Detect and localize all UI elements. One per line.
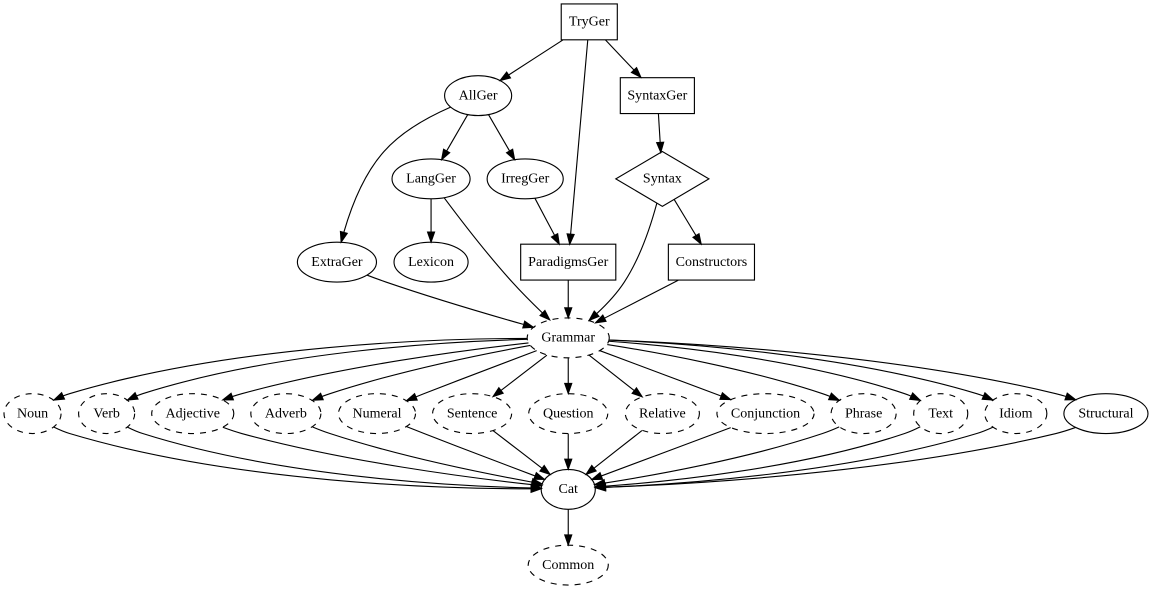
svg-text:Constructors: Constructors bbox=[676, 255, 748, 270]
svg-text:Phrase: Phrase bbox=[845, 406, 882, 421]
svg-text:Relative: Relative bbox=[639, 406, 686, 421]
svg-text:Question: Question bbox=[543, 406, 594, 421]
svg-text:Idiom: Idiom bbox=[999, 406, 1033, 421]
svg-text:Grammar: Grammar bbox=[541, 331, 595, 346]
svg-text:ParadigmsGer: ParadigmsGer bbox=[528, 255, 608, 270]
svg-text:LangGer: LangGer bbox=[406, 172, 456, 187]
svg-text:Conjunction: Conjunction bbox=[731, 406, 800, 421]
svg-text:Common: Common bbox=[542, 558, 594, 573]
svg-text:SyntaxGer: SyntaxGer bbox=[627, 88, 687, 103]
svg-text:Verb: Verb bbox=[93, 406, 119, 421]
svg-text:Adverb: Adverb bbox=[265, 406, 307, 421]
svg-text:Adjective: Adjective bbox=[166, 406, 220, 421]
svg-text:Structural: Structural bbox=[1078, 406, 1133, 421]
svg-text:AllGer: AllGer bbox=[459, 88, 498, 103]
svg-text:Lexicon: Lexicon bbox=[408, 255, 454, 270]
svg-text:ExtraGer: ExtraGer bbox=[311, 255, 363, 270]
svg-text:Text: Text bbox=[928, 406, 953, 421]
svg-text:Noun: Noun bbox=[17, 406, 48, 421]
svg-text:Sentence: Sentence bbox=[447, 406, 498, 421]
svg-text:Numeral: Numeral bbox=[352, 406, 401, 421]
svg-text:TryGer: TryGer bbox=[569, 15, 610, 30]
svg-text:IrregGer: IrregGer bbox=[501, 172, 550, 187]
svg-text:Syntax: Syntax bbox=[643, 172, 682, 187]
svg-text:Cat: Cat bbox=[559, 482, 579, 497]
